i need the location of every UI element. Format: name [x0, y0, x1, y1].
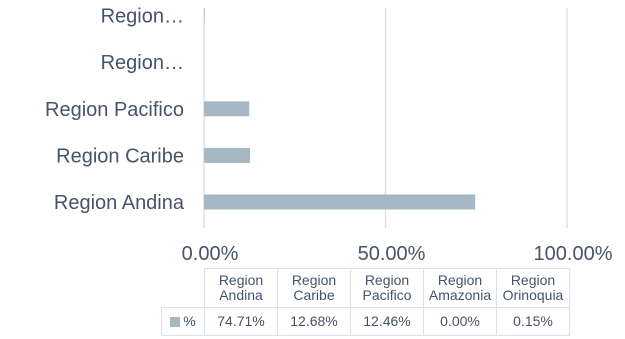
bar-0	[204, 194, 476, 210]
data-table-value-1: 12.68%	[277, 307, 351, 336]
category-label-0: Region Andina	[54, 192, 185, 214]
gridlines	[203, 8, 568, 228]
bar-1	[204, 147, 251, 163]
legend-key-swatch	[170, 317, 181, 328]
bar-2	[204, 101, 250, 117]
tick-label-0: 0.00%	[182, 243, 239, 265]
data-table-value-row: % 74.71%12.68%12.46%0.00%0.15%	[161, 307, 570, 336]
legend-series-name: %	[183, 313, 196, 329]
category-label-3: Region…	[101, 52, 184, 74]
category-label-2: Region Pacifico	[45, 99, 184, 121]
data-table-value-0: 74.71%	[204, 307, 278, 336]
bars	[204, 8, 476, 210]
data-table-value-2: 12.46%	[350, 307, 424, 336]
legend-cell: %	[161, 307, 205, 336]
data-table-corner	[161, 268, 205, 308]
category-label-4: Region…	[101, 6, 184, 28]
tick-label-2: 100.00%	[534, 243, 613, 265]
bar-4	[204, 8, 205, 24]
bar-chart: Region Andina Region Caribe Region Pacific…	[45, 6, 613, 265]
data-table-value-3: 0.00%	[423, 307, 497, 336]
category-labels: Region Andina Region Caribe Region Pacific…	[45, 6, 185, 214]
tick-labels: 0.00% 50.00% 100.00%	[182, 243, 613, 265]
category-label-1: Region Caribe	[56, 145, 184, 167]
data-table-value-4: 0.15%	[496, 307, 570, 336]
tick-label-1: 50.00%	[358, 243, 426, 265]
